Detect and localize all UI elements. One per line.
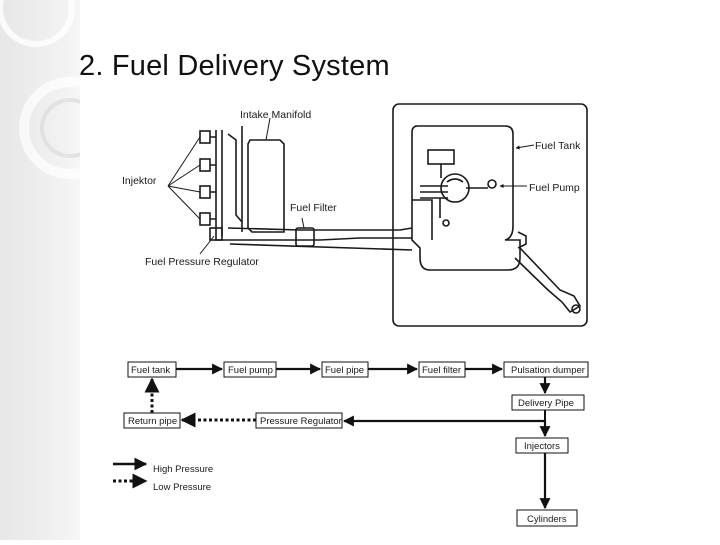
- legend: High Pressure Low Pressure: [113, 457, 213, 493]
- fuel-tank-gauge-unit: [427, 149, 455, 165]
- illustration-labels: Intake Manifold Fuel Tank Injektor Fuel …: [122, 109, 581, 268]
- box-pulsation-dumper-label: Pulsation dumper: [511, 365, 585, 376]
- label-fuel-tank: Fuel Tank: [535, 140, 581, 152]
- slide-title: 2. Fuel Delivery System: [79, 50, 390, 82]
- fuel-pump-outlet: [487, 179, 497, 189]
- fuel-rail: [215, 130, 223, 236]
- fuel-system-illustration: [167, 103, 588, 327]
- box-delivery-pipe-label: Delivery Pipe: [518, 398, 574, 409]
- box-delivery-pipe: [511, 394, 585, 411]
- fuel-pressure-regulator: [209, 227, 223, 241]
- label-fuel-pump: Fuel Pump: [529, 182, 580, 194]
- box-return-pipe-label: Return pipe: [128, 416, 177, 427]
- fuel-tank-body: [411, 125, 521, 271]
- legend-low-pressure-label: Low Pressure: [153, 482, 211, 493]
- injector-2: [199, 158, 211, 172]
- box-injectors-label: Injectors: [524, 441, 560, 452]
- fuel-filler-neck: [514, 247, 582, 314]
- label-fuel-filter: Fuel Filter: [290, 202, 337, 214]
- fuel-filter: [295, 227, 315, 247]
- box-fuel-tank-label: Fuel tank: [131, 365, 170, 376]
- injector-3: [199, 185, 211, 199]
- box-cylinders-label: Cylinders: [527, 514, 567, 525]
- fuel-return-pipe: [227, 227, 413, 231]
- label-fuel-pressure-regulator: Fuel Pressure Regulator: [145, 256, 259, 268]
- injector-4: [199, 212, 211, 226]
- label-injektor: Injektor: [122, 175, 157, 187]
- box-fuel-pump-label: Fuel pump: [228, 365, 273, 376]
- box-fuel-pipe-label: Fuel pipe: [325, 365, 364, 376]
- flowchart-boxes: [123, 361, 589, 527]
- label-intake-manifold: Intake Manifold: [240, 109, 311, 121]
- fuel-tank-outer-frame: [392, 103, 588, 327]
- intake-manifold: [247, 139, 285, 233]
- legend-high-pressure-label: High Pressure: [153, 464, 213, 475]
- flowchart-labels: Fuel tank Fuel pump Fuel pipe Fuel filte…: [128, 365, 585, 525]
- injector-1: [199, 130, 211, 144]
- decorative-side-bar: [0, 0, 121, 540]
- box-cylinders: [516, 509, 578, 527]
- box-pressure-regulator-label: Pressure Regulator: [260, 416, 342, 427]
- flowchart-arrows: [144, 363, 551, 510]
- box-injectors: [515, 437, 569, 454]
- box-fuel-filter-label: Fuel filter: [422, 365, 461, 376]
